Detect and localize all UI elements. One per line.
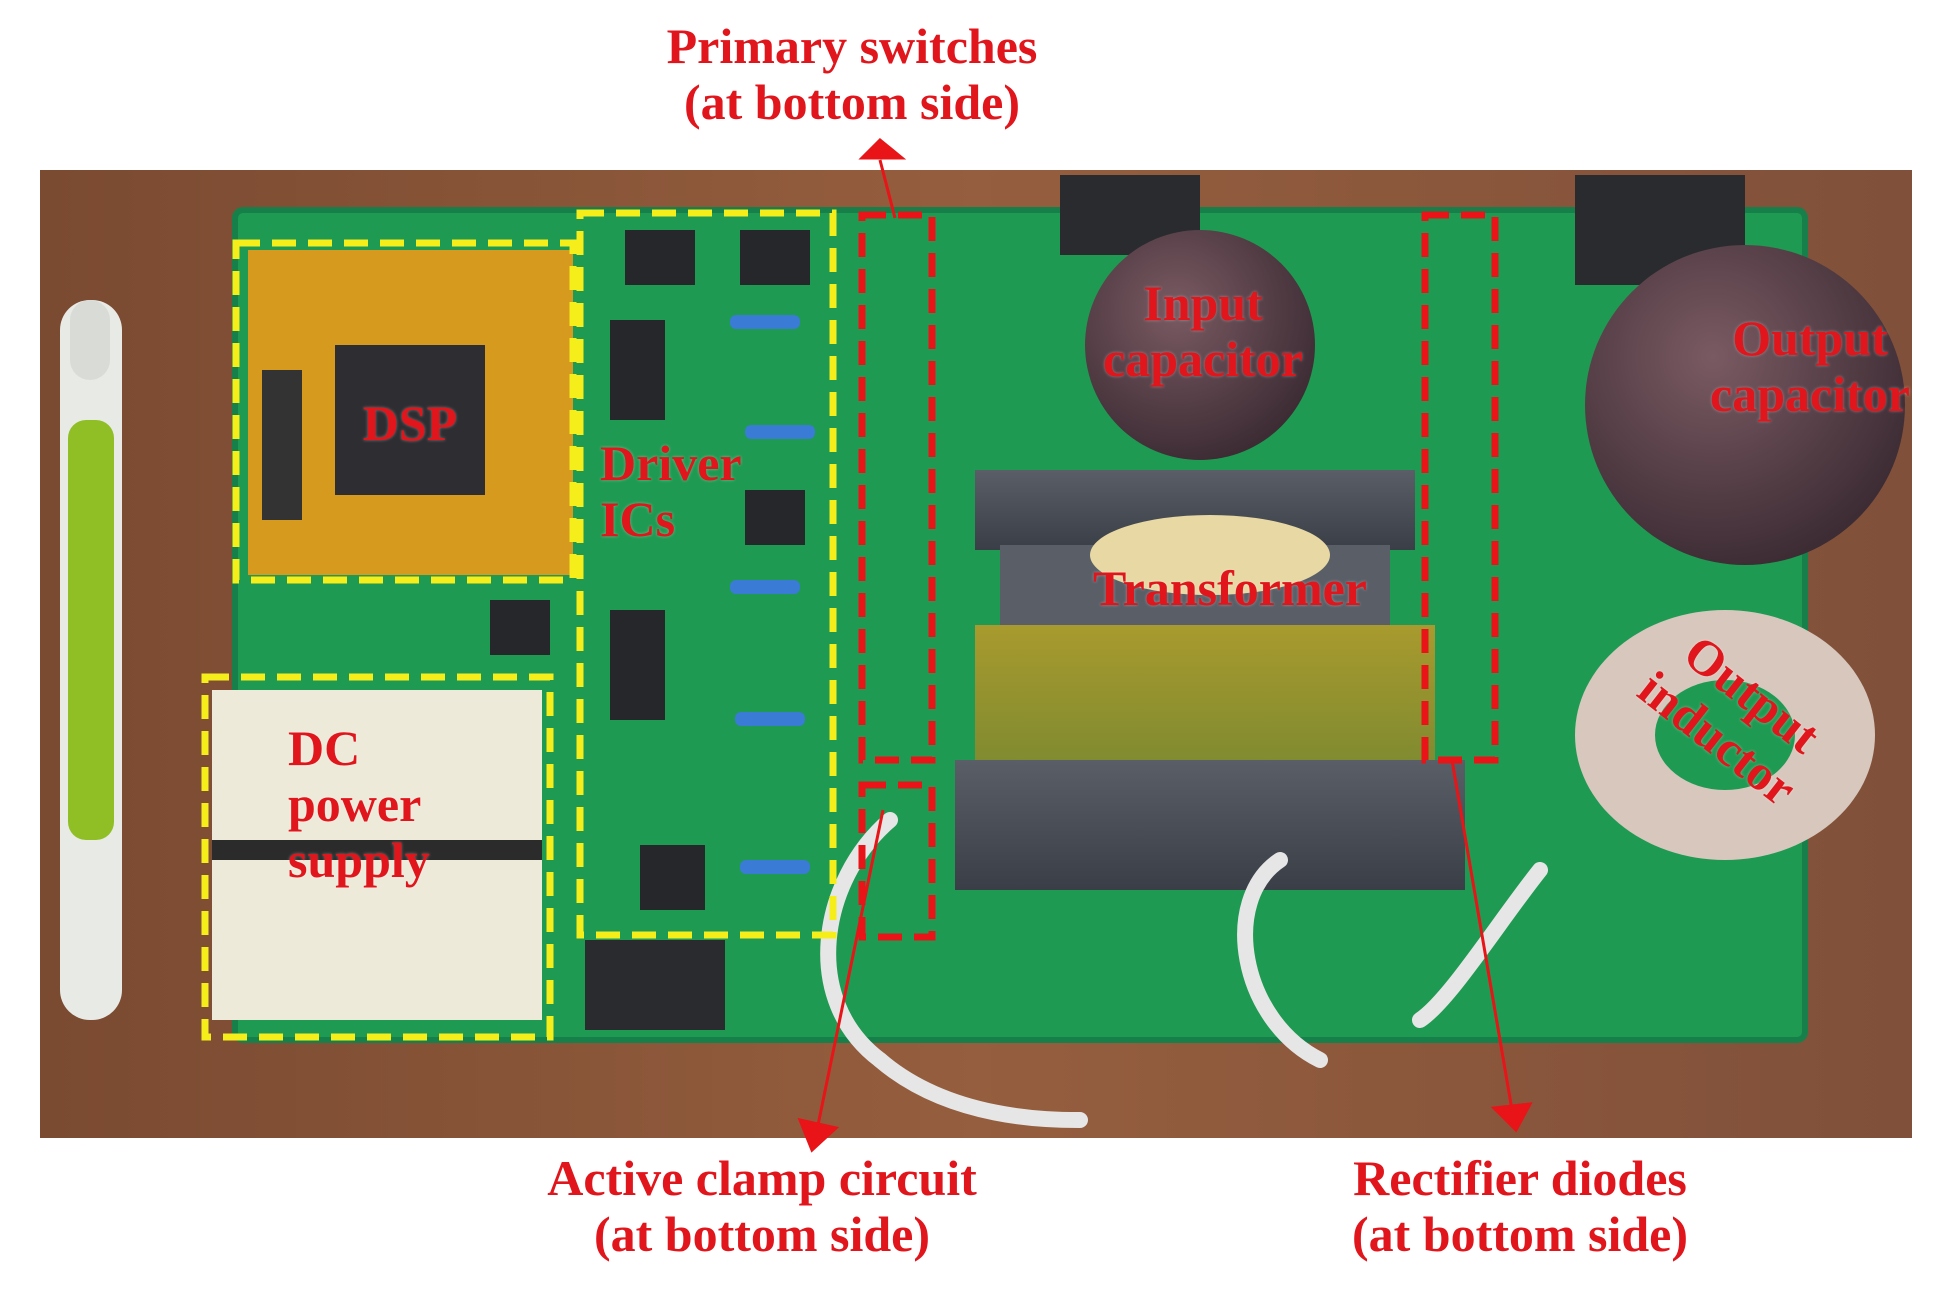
input-capacitor-body	[1085, 230, 1315, 460]
active-clamp-circuit-label-line-2: (at bottom side)	[593, 1206, 931, 1262]
output-capacitor-label-line-1: Output	[1732, 310, 1888, 366]
yellow-highlight-boxes	[201, 209, 837, 1041]
output-capacitor-body	[1585, 245, 1905, 565]
primary-switches-label-line-2: (at bottom side)	[683, 74, 1021, 130]
transformer-body	[955, 470, 1465, 890]
rectifier-diodes-label-line-2: (at bottom side)	[1351, 1206, 1689, 1262]
output-capacitor-label: Output capacitor	[1680, 310, 1940, 422]
input-capacitor-label-line-1: Input	[1143, 275, 1263, 331]
input-capacitor-label: Input capacitor	[1088, 275, 1318, 387]
primary-switches-label: Primary switches (at bottom side)	[637, 18, 1067, 130]
dsp-label-text: DSP	[362, 395, 458, 451]
active-clamp-circuit-label: Active clamp circuit (at bottom side)	[512, 1150, 1012, 1262]
red-highlight-boxes	[858, 211, 1499, 941]
dc-power-modules	[212, 690, 542, 1020]
driver-ics-label-line-2: ICs	[600, 491, 676, 547]
pointer-arrows	[797, 137, 1533, 1153]
dsp-label: DSP	[335, 395, 485, 451]
transformer-label-text: Transformer	[1093, 560, 1367, 616]
input-capacitor-label-line-2: capacitor	[1103, 331, 1303, 387]
driver-ics-label-line-1: Driver	[600, 435, 742, 491]
dc-power-supply-label-line-1: DC	[288, 720, 361, 776]
driver-ics-label: Driver ICs	[600, 435, 810, 547]
output-capacitor-label-line-2: capacitor	[1710, 366, 1910, 422]
rectifier-diodes-label-line-1: Rectifier diodes	[1353, 1150, 1687, 1206]
dc-power-supply-label: DC power supply	[288, 720, 458, 888]
dc-power-supply-label-line-2: power	[288, 776, 422, 832]
dsp-module	[248, 250, 573, 575]
rectifier-diodes-label: Rectifier diodes (at bottom side)	[1300, 1150, 1740, 1262]
wires	[820, 812, 1548, 1128]
dc-power-supply-label-line-3: supply	[288, 832, 430, 888]
transformer-label: Transformer	[1060, 560, 1400, 616]
active-clamp-circuit-label-line-1: Active clamp circuit	[547, 1150, 977, 1206]
resistors	[730, 315, 815, 874]
primary-switches-label-line-1: Primary switches	[666, 18, 1038, 74]
pen	[60, 300, 122, 1020]
driver-ic-chips	[490, 230, 810, 910]
